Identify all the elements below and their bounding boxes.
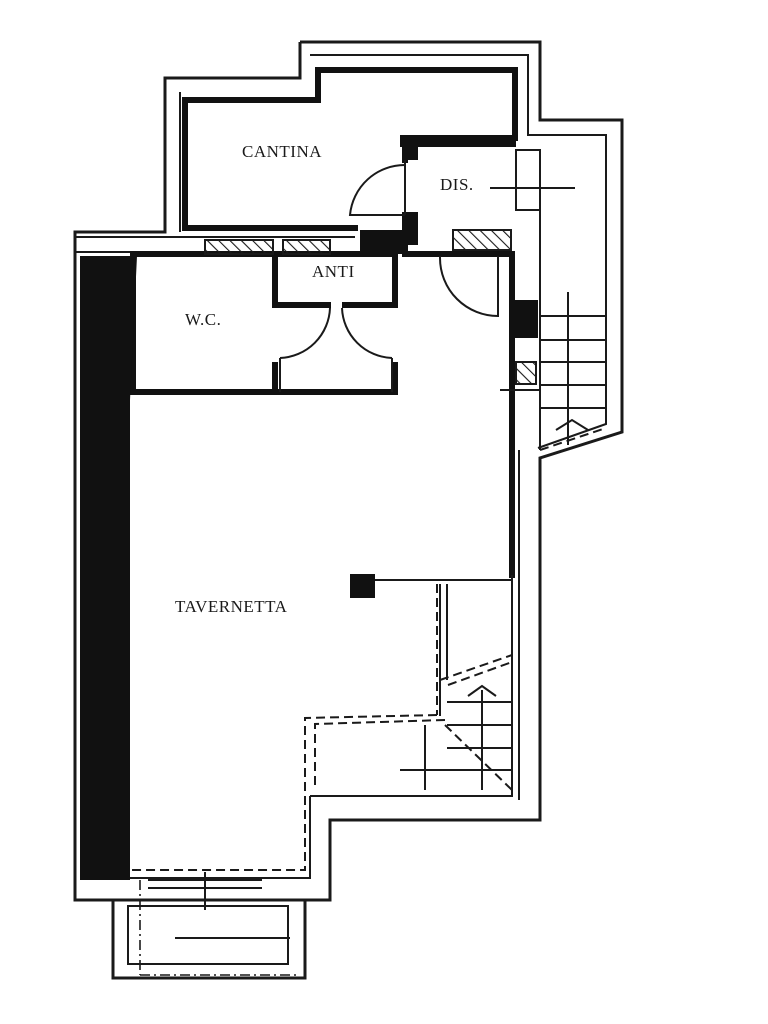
bottom-balcony	[111, 872, 307, 980]
lower-stairs	[130, 579, 513, 871]
room-labels: CANTINA DIS. ANTI W.C. TAVERNETTA	[175, 142, 474, 616]
label-anti: ANTI	[312, 262, 355, 281]
right-stairs	[490, 149, 607, 451]
doors	[279, 160, 499, 392]
label-cantina: CANTINA	[242, 142, 322, 161]
label-wc: W.C.	[185, 310, 221, 329]
label-dis: DIS.	[440, 175, 474, 194]
solid-walls	[80, 135, 538, 880]
hatched-elements	[204, 229, 537, 385]
label-tavernetta: TAVERNETTA	[175, 597, 288, 616]
